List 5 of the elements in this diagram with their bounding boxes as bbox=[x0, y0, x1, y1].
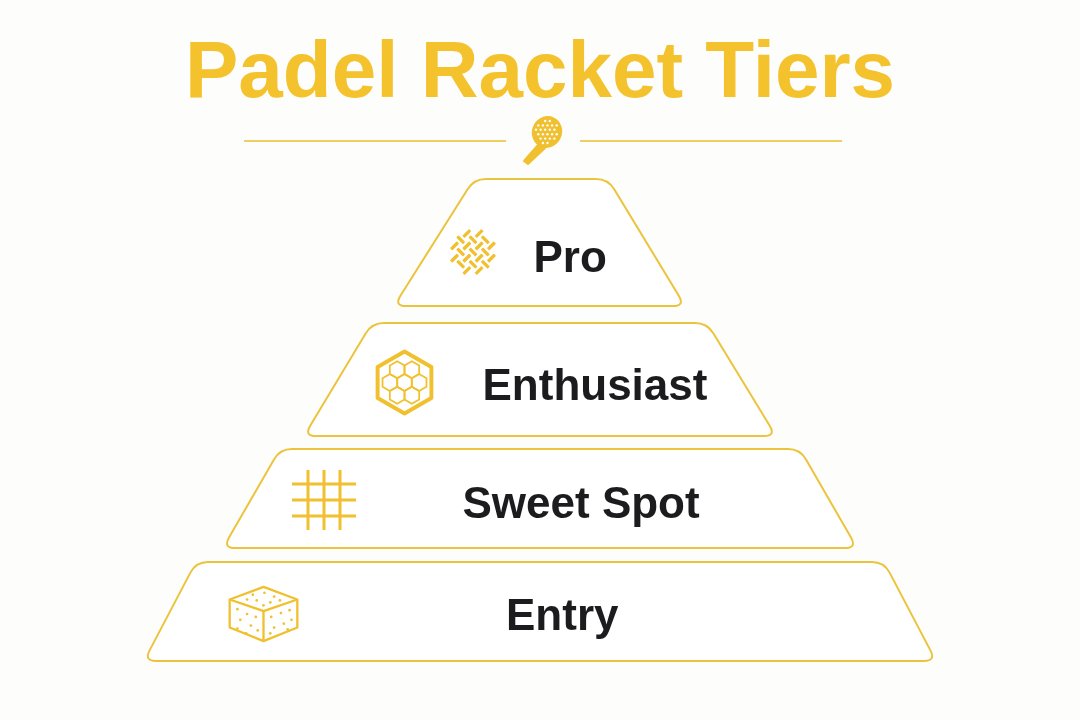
tier-label: Entry bbox=[506, 591, 619, 640]
tier-label: Enthusiast bbox=[482, 361, 708, 410]
title: Padel Racket Tiers bbox=[185, 30, 896, 110]
tier-label: Sweet Spot bbox=[462, 479, 700, 528]
tier-label: Pro bbox=[533, 233, 607, 282]
